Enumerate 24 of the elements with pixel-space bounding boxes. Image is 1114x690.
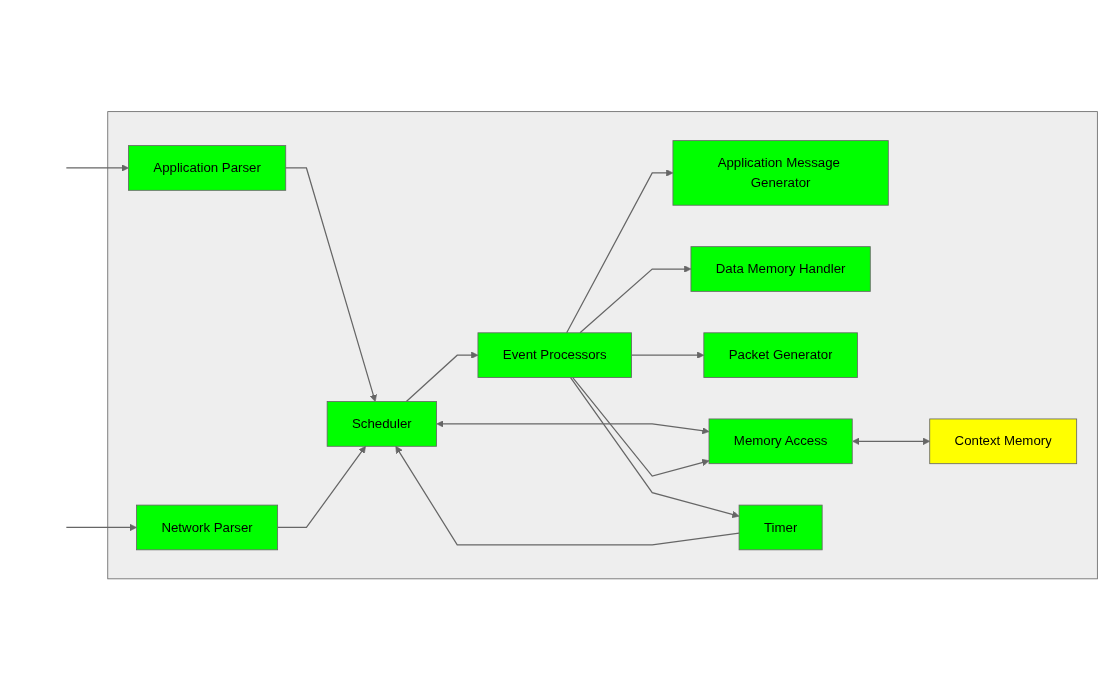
- node-box: Data Memory Handler: [690, 246, 871, 292]
- arrow: [436, 420, 710, 435]
- node-box: Memory Access: [708, 418, 853, 464]
- cluster: [107, 110, 1098, 579]
- arrow: [277, 445, 366, 528]
- arrow: [569, 376, 740, 518]
- arrow: [65, 523, 137, 531]
- arrow: [395, 445, 740, 546]
- arrow: [285, 167, 377, 402]
- arrow: [630, 351, 705, 359]
- node-box: Context Memory: [929, 418, 1078, 464]
- arrow: [65, 164, 129, 172]
- arrow: [579, 265, 692, 334]
- node-box: Packet Generator: [703, 332, 858, 378]
- node-box: Event Processors: [477, 332, 632, 378]
- arrow: [566, 169, 674, 334]
- node-box: Application Message Generator: [672, 139, 889, 206]
- node-box: Application Parser: [128, 144, 287, 191]
- arrow: [572, 376, 710, 477]
- arrow: [405, 351, 479, 402]
- node-box: Network Parser: [136, 504, 279, 550]
- arrow: [852, 437, 931, 445]
- node-box: Scheduler: [326, 400, 437, 447]
- node-box: Timer: [738, 504, 823, 550]
